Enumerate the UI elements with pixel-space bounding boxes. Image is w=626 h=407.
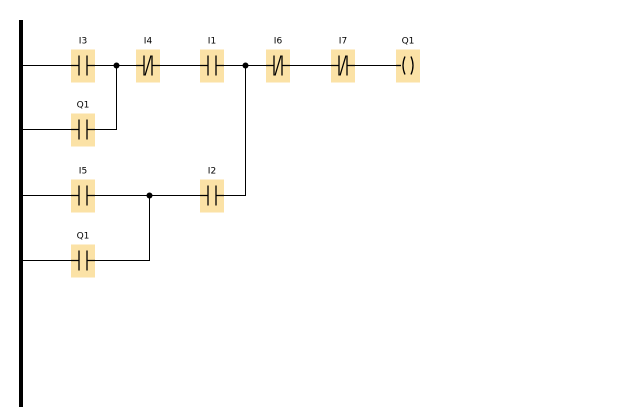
nc-contact-icon xyxy=(331,55,355,76)
element-contact-no-q1b[interactable]: Q1 xyxy=(71,232,95,278)
junction-node xyxy=(146,192,153,199)
power-rail xyxy=(19,20,23,407)
element-contact-no-q1a[interactable]: Q1 xyxy=(71,101,95,147)
no-contact-icon xyxy=(71,119,95,140)
nc-contact-icon xyxy=(266,55,290,76)
no-contact-icon xyxy=(71,55,95,76)
element-contact-no-i2[interactable]: I2 xyxy=(200,167,224,213)
element-contact-nc-i6[interactable]: I6 xyxy=(266,37,290,83)
element-label: I1 xyxy=(208,37,216,47)
element-label: I4 xyxy=(144,37,153,47)
element-contact-nc-i7[interactable]: I7 xyxy=(331,37,355,83)
element-contact-no-i3[interactable]: I3 xyxy=(71,37,95,83)
element-contact-nc-i4[interactable]: I4 xyxy=(136,37,160,83)
element-label: I7 xyxy=(339,37,347,47)
element-label: I3 xyxy=(79,37,87,47)
wire-row-3 xyxy=(23,195,150,261)
no-contact-icon xyxy=(71,185,95,206)
element-label: Q1 xyxy=(77,101,90,111)
no-contact-icon xyxy=(200,185,224,206)
nc-contact-icon xyxy=(136,55,160,76)
wire-row-1 xyxy=(23,65,117,130)
element-label: Q1 xyxy=(402,37,415,47)
element-contact-no-i5[interactable]: I5 xyxy=(71,167,95,213)
wire-row-2 xyxy=(23,65,246,196)
element-label: I5 xyxy=(79,167,87,177)
no-contact-icon xyxy=(200,55,224,76)
element-coil-q1coil[interactable]: Q1 xyxy=(396,37,420,83)
element-label: I2 xyxy=(208,167,216,177)
nc-slash-icon xyxy=(274,55,282,76)
coil-icon xyxy=(402,56,414,75)
element-label: Q1 xyxy=(77,232,90,242)
nc-slash-icon xyxy=(144,55,152,76)
junction-node xyxy=(242,62,249,69)
element-label: I6 xyxy=(274,37,283,47)
junction-node xyxy=(113,62,120,69)
no-contact-icon xyxy=(71,250,95,271)
element-contact-no-i1[interactable]: I1 xyxy=(200,37,224,83)
nc-slash-icon xyxy=(339,55,347,76)
